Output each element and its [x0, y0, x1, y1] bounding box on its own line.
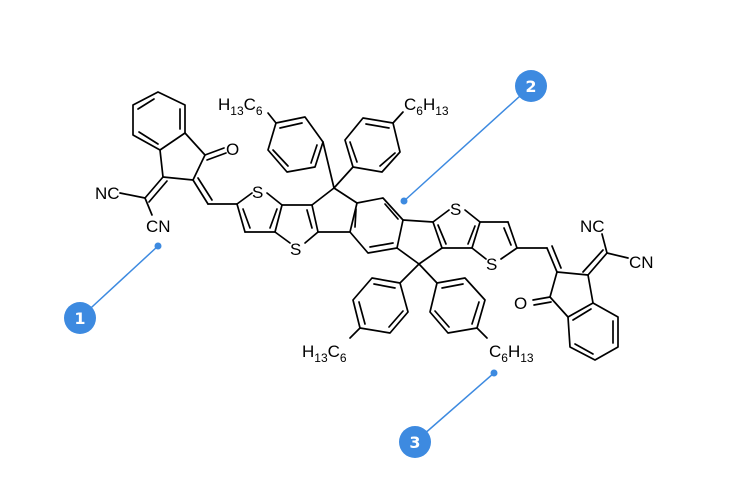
callout-1-badge[interactable] [64, 302, 96, 334]
bottom-left-phenyl [349, 263, 420, 339]
callout-1-anchor-dot [154, 242, 162, 250]
right-nitrile-cn-label: CN [629, 253, 654, 272]
callout-2-badge[interactable] [515, 70, 547, 102]
callout-1[interactable]: 1 [64, 242, 162, 335]
callout-2-anchor-dot [400, 197, 408, 205]
central-benzene [349, 197, 443, 265]
left-oxygen-label: O [226, 140, 239, 159]
s-atom-4: S [486, 255, 497, 274]
top-left-hexyl-label: H13C6 [218, 95, 263, 118]
callout-3-number: 3 [409, 433, 420, 452]
right-thienothiophene [432, 209, 548, 260]
bottom-left-hexyl-label: H13C6 [302, 342, 347, 365]
left-nitrile-nc-label: NC [95, 184, 120, 203]
callout-3-anchor-dot [490, 369, 498, 377]
s-atom-1: S [252, 183, 263, 202]
bottom-right-hexyl-label: C6H13 [489, 342, 534, 365]
top-right-hexyl-label: C6H13 [404, 95, 449, 118]
callout-3-badge[interactable] [399, 426, 431, 458]
callout-1-number: 1 [74, 309, 85, 328]
right-nitrile-nc-label: NC [580, 217, 605, 236]
callout-3[interactable]: 3 [399, 369, 498, 459]
bottom-right-phenyl [418, 263, 488, 339]
s-atom-2: S [290, 240, 301, 259]
callout-2-number: 2 [525, 77, 536, 96]
left-nitrile-cn-label: CN [146, 217, 171, 236]
top-left-phenyl [267, 112, 335, 189]
left-thienothiophene [236, 187, 358, 244]
right-oxygen-label: O [514, 294, 527, 313]
callout-2[interactable]: 2 [400, 70, 548, 205]
right-end-group [532, 233, 629, 361]
top-right-phenyl [333, 111, 404, 189]
s-atom-3: S [450, 200, 461, 219]
left-end-group [119, 91, 238, 216]
